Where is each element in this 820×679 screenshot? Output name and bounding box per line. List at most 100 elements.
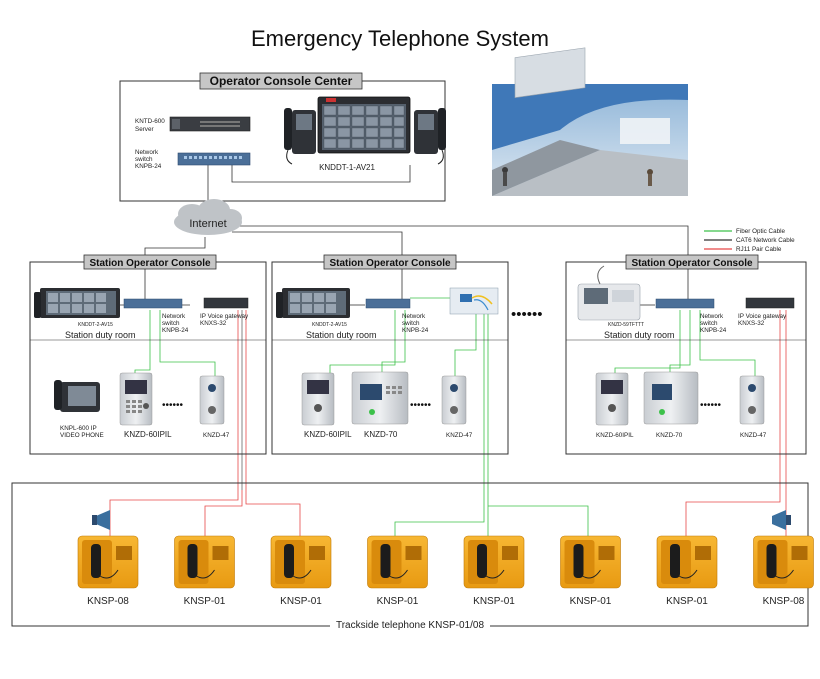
- station-3-switch-l1: Network: [700, 313, 724, 320]
- cat6-cable: [232, 231, 403, 300]
- station-3-gateway-model: KNXS-32: [738, 320, 765, 327]
- trackside-phone-label: KNSP-01: [280, 596, 322, 607]
- station-3-console-model: KNZD-59TFTTT: [608, 322, 644, 328]
- station-2-switch-l1: Network: [402, 313, 426, 320]
- station-2-duty-room: Station duty room: [306, 330, 377, 340]
- video-phone-device: [54, 380, 100, 412]
- voice-gateway-device: [745, 297, 795, 309]
- station-console-3: Station Operator Console Station duty ro…: [565, 254, 807, 455]
- station-3-switch-l2: switch: [700, 320, 718, 327]
- station-1-switch-l2: switch: [162, 320, 180, 327]
- internet-label: Internet: [189, 218, 226, 230]
- intercom-device: [595, 372, 629, 426]
- station-1-gateway-l1: IP Voice gateway: [200, 313, 249, 320]
- trackside-phone: KNSP-01: [560, 535, 621, 607]
- station-1-switch-model: KNPB-24: [162, 327, 189, 334]
- station-3-switch-model: KNPB-24: [700, 327, 727, 334]
- station-3-gateway-l1: IP Voice gateway: [738, 313, 787, 320]
- station-console-device: [276, 288, 350, 318]
- trackside-phone: KNSP-01: [656, 535, 718, 607]
- trackside-phone: KNSP-01: [174, 535, 235, 607]
- station-3-intercom-c: KNZD-70: [656, 432, 683, 439]
- station-1-gateway-model: KNXS-32: [200, 320, 227, 327]
- rj11-cable: [204, 490, 243, 538]
- trackside-phone-label: KNSP-01: [377, 596, 419, 607]
- fiber-cable: [488, 505, 589, 538]
- trackside-phone-label: KNSP-01: [666, 596, 708, 607]
- server-device: [169, 116, 251, 132]
- operator-center-header: Operator Console Center: [210, 74, 353, 88]
- station-2-switch-model: KNPB-24: [402, 327, 429, 334]
- station-1-video-phone-l1: KNPL-600 IP: [60, 425, 97, 432]
- trackside-phone: KNSP-01: [463, 535, 525, 607]
- station-console-1: Station Operator Console Station duty ro…: [29, 254, 267, 455]
- metro-station-photo: [492, 47, 688, 196]
- station-1-ellipsis: ••••••: [162, 400, 184, 411]
- between-stations-ellipsis: ••••••: [511, 306, 543, 323]
- trackside-phone: KNSP-01: [270, 535, 332, 607]
- cat6-cable: [231, 165, 411, 183]
- center-switch-model: KNPB-24: [135, 163, 162, 170]
- trackside-phone-label: KNSP-08: [87, 596, 129, 607]
- fiber-cable: [669, 310, 691, 378]
- station-3-duty-room: Station duty room: [604, 330, 675, 340]
- fiber-splitter-device: [449, 287, 499, 315]
- intercom-device: [199, 375, 225, 425]
- station-2-intercom-b: KNZD-47: [446, 432, 473, 439]
- station-3-intercom-b: KNZD-47: [740, 432, 767, 439]
- station-switch-device: [365, 298, 411, 309]
- operator-console-center: Operator Console Center KNTD-600 Server …: [119, 72, 446, 202]
- trackside-phone-label: KNSP-08: [763, 596, 805, 607]
- station-1-intercom-b: KNZD-47: [203, 432, 230, 439]
- trackside-phone-label: KNSP-01: [473, 596, 515, 607]
- fiber-cable: [159, 310, 216, 385]
- station-1-header: Station Operator Console: [89, 258, 211, 269]
- station-2-switch-l2: switch: [402, 320, 420, 327]
- center-switch-l2: switch: [135, 156, 153, 163]
- station-1-duty-room: Station duty room: [65, 330, 136, 340]
- legend-label-rj11: RJ11 Pair Cable: [736, 246, 782, 253]
- trackside-caption: Trackside telephone KNSP-01/08: [336, 620, 484, 631]
- center-switch-l1: Network: [135, 149, 159, 156]
- fiber-cable: [381, 310, 406, 378]
- intercom-device: [119, 372, 153, 426]
- dispatch-console-device: [284, 96, 446, 165]
- station-1-switch-l1: Network: [162, 313, 186, 320]
- fiber-cable: [454, 312, 477, 378]
- cable-legend: Fiber Optic Cable CAT6 Network Cable RJ1…: [704, 228, 795, 253]
- trackside-phone-label: KNSP-01: [570, 596, 612, 607]
- intercom-device: [351, 371, 409, 425]
- station-1-video-phone-l2: VIDEO PHONE: [60, 432, 104, 439]
- station-console-2: Station Operator Console Station duty ro…: [271, 254, 509, 455]
- server-name: KNTD-600: [135, 118, 165, 125]
- rj11-cable: [245, 490, 301, 538]
- intercom-device: [739, 375, 765, 425]
- station-switch-device: [123, 298, 183, 309]
- intercom-device: [643, 371, 699, 425]
- fiber-cable: [699, 310, 756, 378]
- intercom-device: [301, 372, 335, 426]
- trackside-phone: KNSP-08: [77, 535, 139, 607]
- intercom-device: [441, 375, 467, 425]
- cat6-cable: [144, 237, 206, 300]
- fiber-cable: [394, 490, 485, 538]
- station-console-device: [34, 288, 120, 318]
- page-title: Emergency Telephone System: [251, 26, 549, 51]
- cat6-cable: [236, 225, 689, 300]
- station-2-header: Station Operator Console: [329, 258, 451, 269]
- station-console-device: [577, 265, 641, 321]
- center-console-model: KNDDT-1-AV21: [319, 163, 375, 172]
- station-2-intercom-c: KNZD-70: [364, 430, 398, 439]
- trackside-phone: KNSP-01: [367, 535, 428, 607]
- station-3-intercom-a: KNZD-60IPIL: [596, 432, 634, 439]
- station-2-console-model: KNDDT-2-AV15: [312, 322, 347, 328]
- legend-label-cat6: CAT6 Network Cable: [736, 237, 795, 244]
- internet-cloud: [174, 199, 242, 235]
- server-type: Server: [135, 126, 154, 133]
- station-2-intercom-a: KNZD-60IPIL: [304, 430, 352, 439]
- rj11-cable: [109, 490, 239, 538]
- station-1-console-model: KNDDT-2-AV15: [78, 322, 113, 328]
- trackside-phone: KNSP-08: [753, 535, 814, 607]
